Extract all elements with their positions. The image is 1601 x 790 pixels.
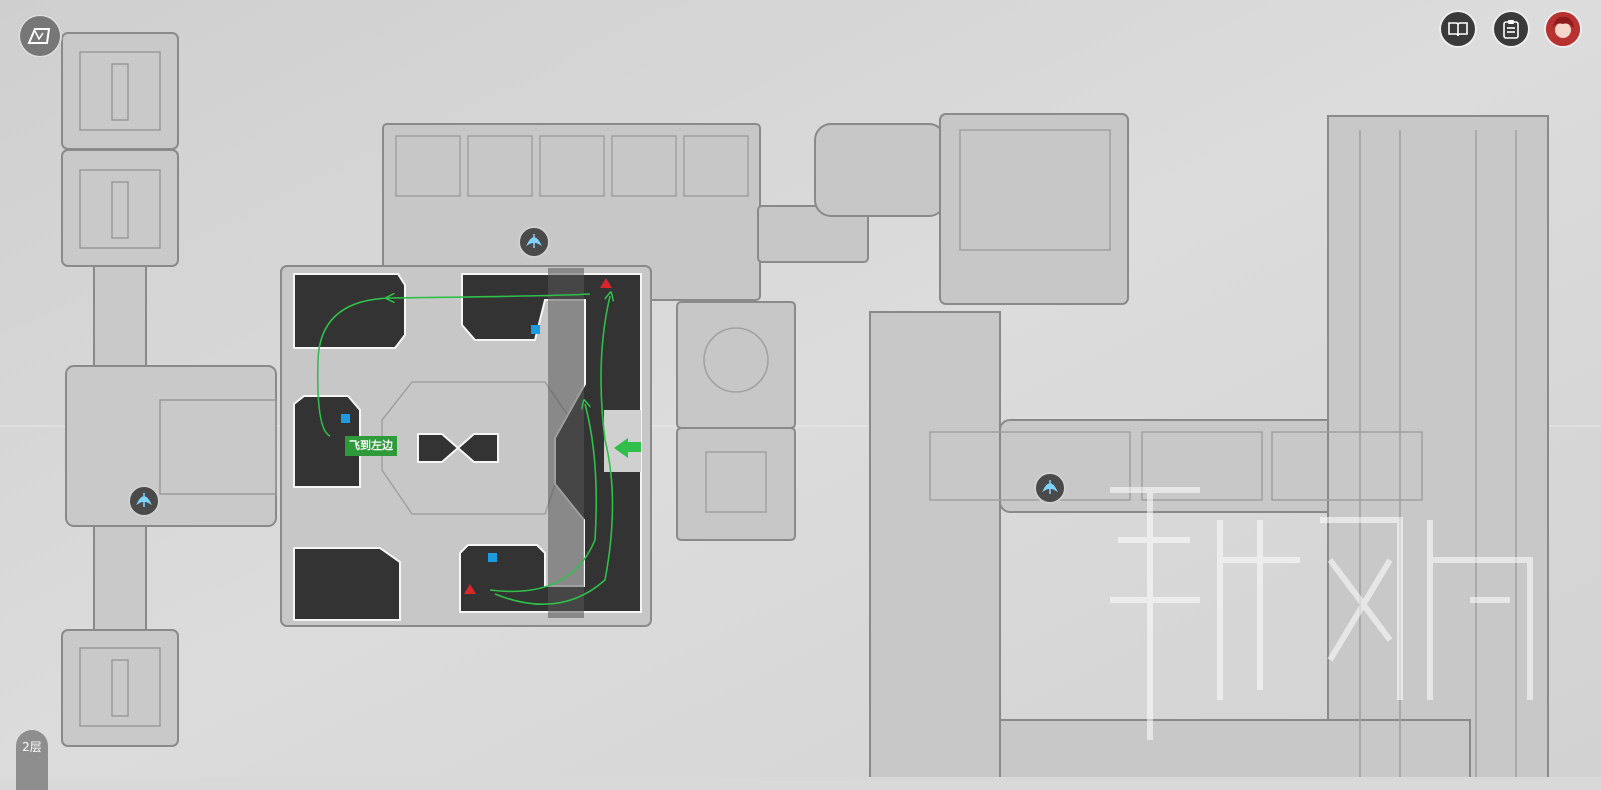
avatar[interactable]: [1546, 12, 1580, 46]
puzzle-marker[interactable]: [341, 414, 350, 423]
missions-button[interactable]: [1494, 12, 1528, 46]
chest-marker[interactable]: [600, 278, 612, 288]
journal-button[interactable]: [1441, 12, 1475, 46]
watermark-logo: [1110, 487, 1533, 740]
floor-selector[interactable]: 2层: [16, 730, 48, 790]
space-anchor-marker[interactable]: [518, 226, 550, 258]
puzzle-marker[interactable]: [488, 553, 497, 562]
clipboard-icon: [1503, 20, 1519, 39]
red-haired-character-portrait: [1546, 12, 1580, 46]
puzzle-marker[interactable]: [531, 325, 540, 334]
route-path: [316, 294, 613, 606]
entrance-arrow-icon: [614, 438, 641, 458]
open-book-icon: [1448, 22, 1468, 37]
left-tower: [61, 32, 277, 747]
route-annotation: 飞到左边: [345, 436, 397, 456]
right-complex: [869, 115, 1549, 777]
map-scroll-icon: [27, 28, 51, 44]
chest-marker[interactable]: [464, 584, 476, 594]
map-button[interactable]: [18, 14, 62, 58]
space-anchor-marker[interactable]: [1034, 472, 1066, 504]
space-anchor-marker[interactable]: [128, 485, 160, 517]
floor-label: 2层: [22, 740, 42, 754]
